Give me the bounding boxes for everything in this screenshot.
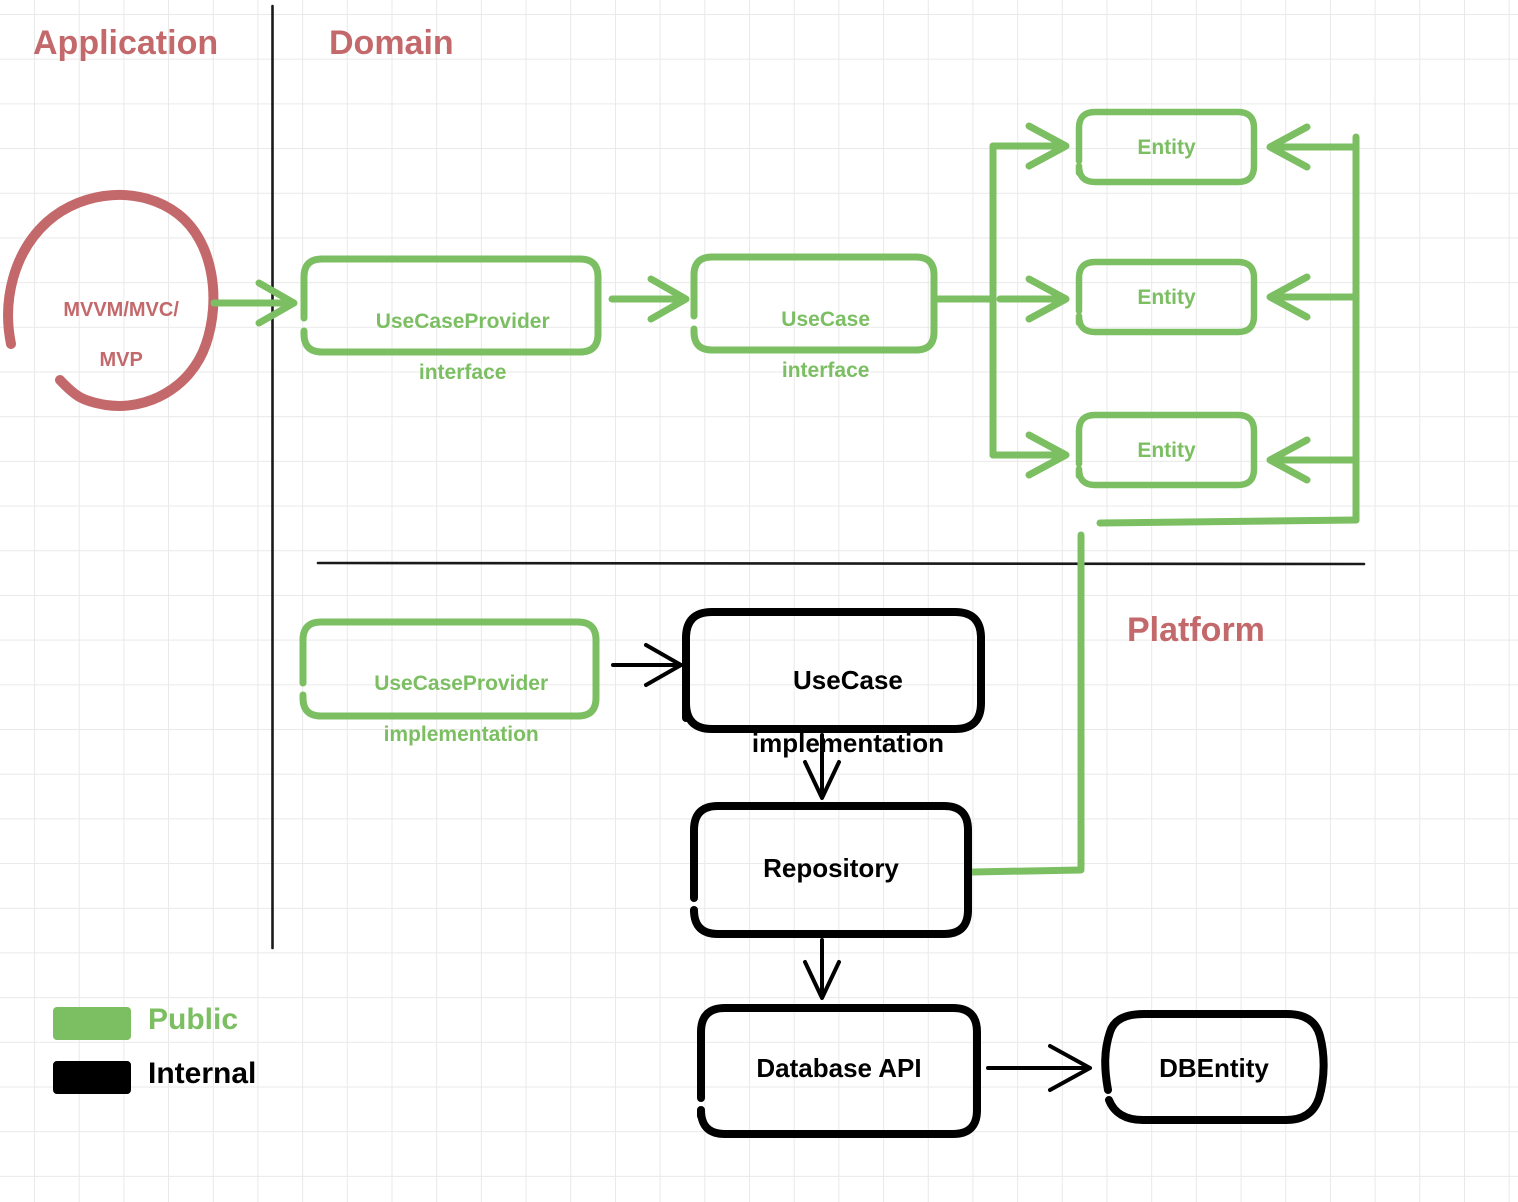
zone-divider-horizontal	[316, 561, 1366, 566]
usecase-provider-interface-node[interactable]	[304, 259, 598, 352]
entity-3-label: Entity	[1137, 439, 1196, 462]
legend-swatch-public	[53, 1007, 131, 1040]
edge-usecase-interface-to-entities	[934, 122, 1070, 479]
zone-label-platform: Platform	[1127, 611, 1265, 649]
entity-1-label: Entity	[1137, 136, 1196, 159]
edge-repository-to-database-api	[803, 938, 841, 1000]
usecase-provider-implementation-label: UseCaseProvider implementation	[303, 645, 596, 773]
presentation-circle-label: MVVM/MVC/ MVP	[20, 273, 200, 398]
usecase-interface-label: UseCase interface	[694, 281, 934, 409]
zone-label-application: Application	[33, 24, 219, 62]
usecase-provider-implementation-node[interactable]	[303, 622, 596, 716]
entity-3-node[interactable]	[1079, 415, 1254, 485]
presentation-circle-node[interactable]	[4, 186, 219, 411]
usecase-interface-label-line1: UseCase	[781, 307, 871, 331]
usecase-provider-interface-label-line1: UseCaseProvider	[375, 309, 550, 333]
usecase-provider-implementation-label-line1: UseCaseProvider	[374, 671, 549, 695]
usecase-interface-node[interactable]	[694, 257, 934, 350]
database-api-label: Database API	[756, 1053, 922, 1083]
usecase-implementation-label: UseCase implementation	[686, 633, 981, 792]
entity-2-label: Entity	[1137, 286, 1196, 309]
edge-database-api-to-dbentity	[986, 1044, 1092, 1092]
repository-label: Repository	[763, 853, 899, 883]
usecase-provider-interface-label: UseCaseProvider interface	[304, 283, 598, 411]
zone-label-domain: Domain	[329, 24, 454, 62]
usecase-implementation-node[interactable]	[686, 612, 981, 729]
usecase-interface-label-line2: interface	[781, 358, 870, 382]
usecase-provider-interface-label-line2: interface	[418, 360, 507, 384]
edge-provider-impl-to-usecase-impl	[611, 643, 683, 687]
database-api-node[interactable]	[701, 1008, 977, 1134]
dbentity-node[interactable]	[1104, 1014, 1324, 1120]
presentation-circle-label-line1: MVVM/MVC/	[63, 299, 179, 321]
edge-presentation-to-provider-interface	[210, 279, 298, 327]
usecase-provider-implementation-label-line2: implementation	[383, 722, 539, 746]
presentation-circle-label-line2: MVP	[99, 349, 143, 371]
dbentity-label: DBEntity	[1159, 1053, 1269, 1083]
usecase-implementation-label-line1: UseCase	[793, 664, 903, 695]
edge-provider-interface-to-usecase-interface	[608, 275, 690, 323]
edge-repository-to-entities	[969, 123, 1360, 876]
entity-1-node[interactable]	[1079, 112, 1254, 182]
legend-swatch-internal	[53, 1061, 131, 1094]
entity-2-node[interactable]	[1079, 262, 1254, 332]
legend-label-public: Public	[148, 1003, 239, 1036]
legend-label-internal: Internal	[148, 1057, 257, 1090]
repository-node[interactable]	[694, 806, 968, 934]
usecase-implementation-label-line2: implementation	[751, 728, 945, 759]
